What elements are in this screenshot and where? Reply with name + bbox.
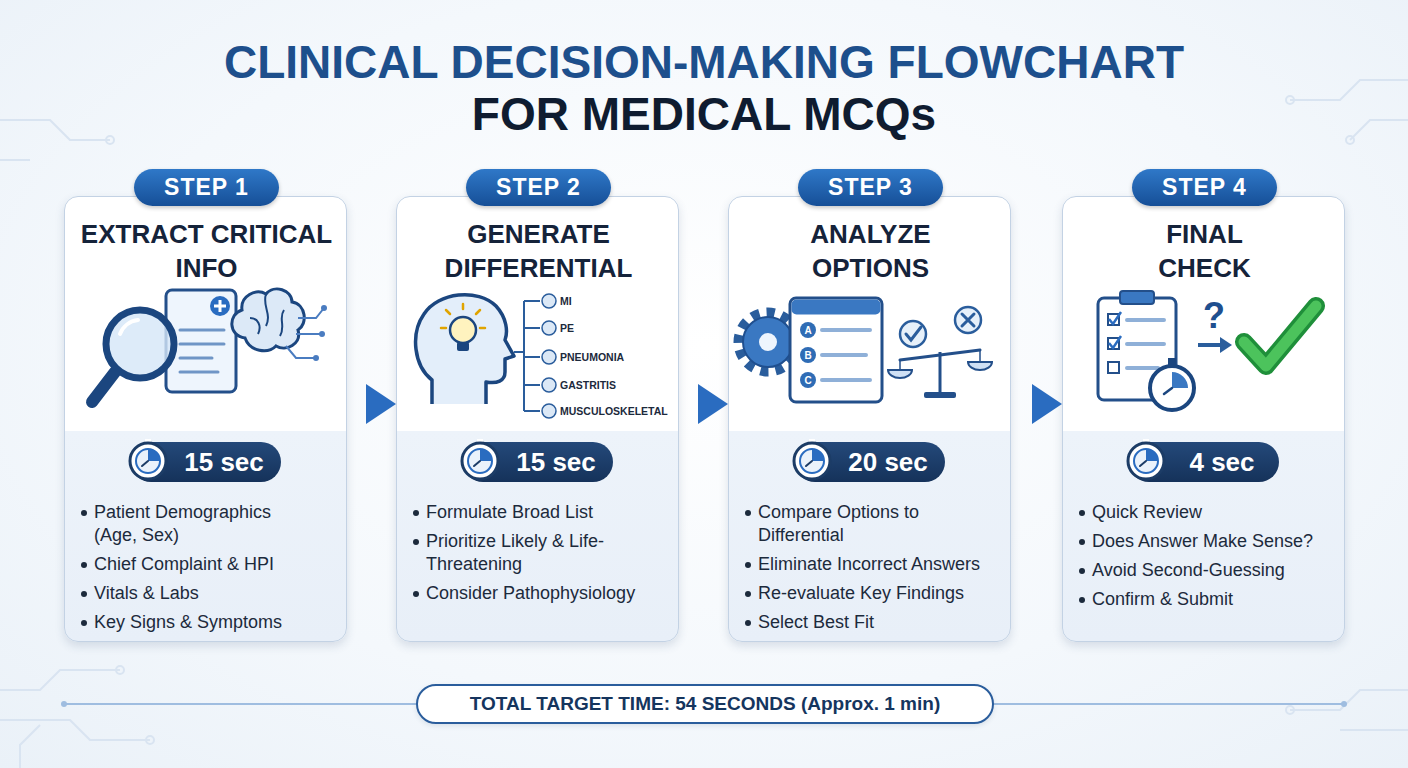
step-heading: GENERATE DIFFERENTIAL (409, 217, 669, 285)
step-heading: FINAL CHECK (1130, 217, 1280, 285)
bullet-item: Key Signs & Symptoms (81, 611, 309, 634)
step-number: STEP 4 (1162, 174, 1247, 201)
bullet-item: Does Answer Make Sense? (1079, 530, 1327, 553)
bullet-item: Vitals & Labs (81, 582, 309, 605)
circuit-decoration (0, 80, 1408, 768)
time-pill: 15 sec (463, 442, 613, 482)
bullet-list: Formulate Broad ListPrioritize Likely & … (413, 501, 661, 611)
circuit-decoration (1346, 136, 1354, 144)
step-card: FINAL CHECK Quick ReviewDoes Answer Make … (1062, 196, 1345, 642)
time-value: 4 sec (1189, 447, 1254, 478)
circuit-decoration (106, 136, 114, 144)
circuit-decoration (1286, 706, 1294, 714)
bullet-item: Patient Demographics (Age, Sex) (81, 501, 309, 547)
step-card: EXTRACT CRITICAL INFO Patient Demographic… (64, 196, 347, 642)
bullet-item: Select Best Fit (745, 611, 993, 634)
timeline-rule (61, 701, 67, 707)
step-badge: STEP 1 (134, 169, 279, 206)
step-number: STEP 3 (828, 174, 913, 201)
bullet-list: Quick ReviewDoes Answer Make Sense? Avoid… (1079, 501, 1327, 617)
time-pill: 15 sec (131, 442, 281, 482)
time-pill: 4 sec (1129, 442, 1279, 482)
circuit-decoration (146, 736, 154, 744)
step-badge: STEP 3 (798, 169, 943, 206)
step-heading: EXTRACT CRITICAL INFO (77, 217, 337, 285)
step-badge: STEP 2 (466, 169, 611, 206)
bullet-item: Prioritize Likely & Life-Threatening (413, 530, 661, 576)
bullet-item: Quick Review (1079, 501, 1327, 524)
flow-arrow (679, 396, 698, 412)
circuit-decoration (116, 666, 124, 674)
step-number: STEP 2 (496, 174, 581, 201)
step-heading: ANALYZE OPTIONS (771, 217, 971, 285)
circuit-decoration (0, 120, 110, 160)
time-value: 15 sec (184, 447, 264, 478)
step-number: STEP 1 (164, 174, 249, 201)
time-value: 15 sec (516, 447, 596, 478)
bullet-item: Re-evaluate Key Findings (745, 582, 993, 605)
time-pill: 20 sec (795, 442, 945, 482)
bullet-item: Confirm & Submit (1079, 588, 1327, 611)
bullet-item: Chief Complaint & HPI (81, 553, 309, 576)
bullet-item: Consider Pathophysiology (413, 582, 661, 605)
step-card: GENERATE DIFFERENTIAL Formulate Broad Lis… (396, 196, 679, 642)
step-badge: STEP 4 (1132, 169, 1277, 206)
circuit-decoration (1286, 96, 1294, 104)
bullet-item: Avoid Second-Guessing (1079, 559, 1327, 582)
time-value: 20 sec (848, 447, 928, 478)
total-time-pill: TOTAL TARGET TIME: 54 SECONDS (Approx. 1… (416, 684, 994, 724)
bullet-list: Patient Demographics (Age, Sex) Chief Com… (81, 501, 309, 640)
timeline-rule (1341, 701, 1347, 707)
circuit-decoration (0, 670, 150, 768)
flow-arrow (347, 396, 366, 412)
flow-arrow (1011, 396, 1032, 412)
summary-text: TOTAL TARGET TIME: 54 SECONDS (Approx. 1… (470, 693, 940, 715)
bullet-list: Compare Options to DifferentialEliminate… (745, 501, 993, 640)
bullet-item: Eliminate Incorrect Answers (745, 553, 993, 576)
step-card: ANALYZE OPTIONS Compare Options to Differ… (728, 196, 1011, 642)
chart-title: CLINICAL DECISION-MAKING FLOWCHART FOR M… (204, 36, 1204, 140)
bullet-item: Formulate Broad List (413, 501, 661, 524)
bullet-item: Compare Options to Differential (745, 501, 993, 547)
